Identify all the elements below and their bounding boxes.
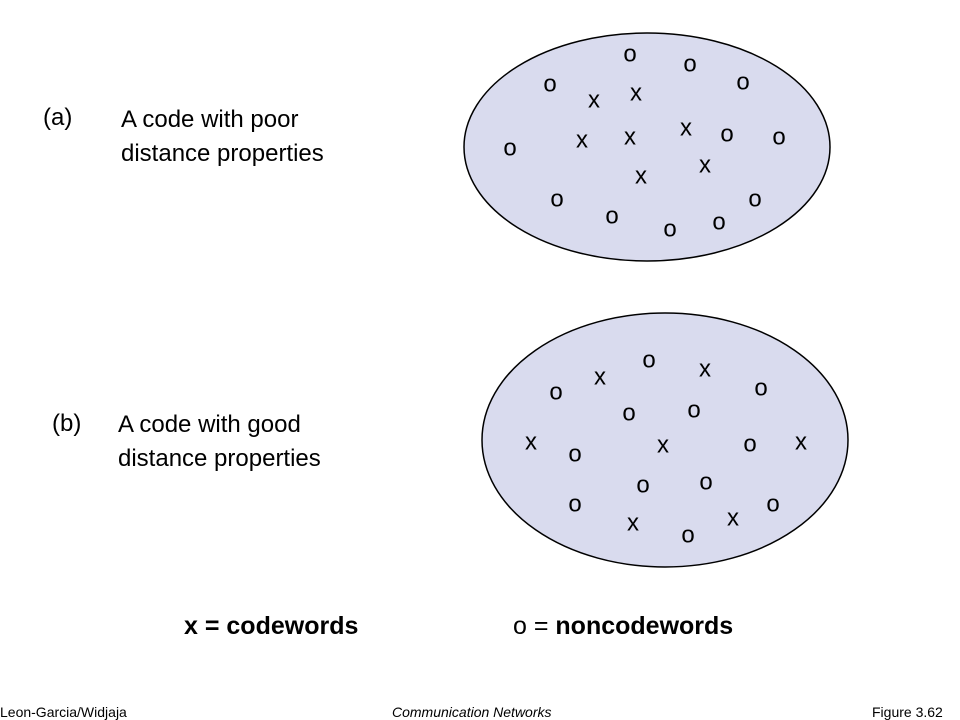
panel-a-noncodeword-mark: o	[503, 135, 516, 162]
panel-a-codeword-mark: x	[699, 152, 711, 179]
panel-a-noncodeword-mark: o	[683, 51, 696, 78]
panel-b-noncodeword-mark: o	[636, 472, 649, 499]
panel-b-noncodeword-mark: o	[754, 375, 767, 402]
panel-a-noncodeword-mark: o	[712, 209, 725, 236]
legend-codeword-label: codewords	[226, 612, 359, 640]
legend-noncodeword-label: noncodewords	[555, 612, 734, 640]
panel-a-noncodeword-mark: o	[623, 41, 636, 68]
panel-a-codeword-mark: x	[635, 163, 647, 190]
panel-b-tag: (b)	[52, 410, 82, 437]
panel-b-noncodeword-mark: o	[642, 347, 655, 374]
panel-b-noncodeword-mark: o	[568, 441, 581, 468]
panel-b-codeword-mark: x	[795, 429, 807, 456]
code-space-ellipse-a	[463, 32, 831, 262]
legend-noncodeword-eq: =	[526, 612, 556, 640]
panel-b-codeword-mark: x	[699, 356, 711, 383]
panel-b-desc-line2: distance properties	[118, 445, 321, 472]
panel-a-noncodeword-mark: o	[720, 121, 733, 148]
panel-a-tag: (a)	[43, 104, 73, 131]
panel-a-codeword-mark: x	[588, 87, 600, 114]
panel-a-noncodeword-mark: o	[736, 69, 749, 96]
panel-a-codeword-mark: x	[680, 115, 692, 142]
panel-a-codeword-mark: x	[630, 80, 642, 107]
footer-figure-number: Figure 3.62	[872, 704, 943, 720]
panel-a-noncodeword-mark: o	[543, 71, 556, 98]
panel-a-desc-line1: A code with poor	[121, 106, 299, 133]
panel-a-description: A code with poor distance properties	[121, 103, 324, 171]
panel-b-noncodeword-mark: o	[743, 431, 756, 458]
panel-a-noncodeword-mark: o	[550, 186, 563, 213]
legend-codeword-eq: =	[197, 612, 227, 640]
panel-a-noncodeword-mark: o	[772, 124, 785, 151]
panel-a-noncodeword-mark: o	[748, 186, 761, 213]
panel-b-noncodeword-mark: o	[549, 379, 562, 406]
panel-b-codeword-mark: x	[657, 432, 669, 459]
panel-b-noncodeword-mark: o	[766, 491, 779, 518]
panel-a-noncodeword-mark: o	[605, 203, 618, 230]
legend-noncodeword-symbol: o	[513, 612, 527, 640]
code-space-ellipse-b	[481, 312, 849, 568]
panel-b-desc-line1: A code with good	[118, 411, 301, 438]
panel-b-description: A code with good distance properties	[118, 408, 321, 476]
legend-noncodewords: o = noncodewords	[513, 612, 733, 641]
panel-b-codeword-mark: x	[727, 505, 739, 532]
panel-b-noncodeword-mark: o	[699, 469, 712, 496]
panel-b-noncodeword-mark: o	[622, 400, 635, 427]
panel-b-codeword-mark: x	[627, 510, 639, 537]
panel-b-noncodeword-mark: o	[687, 397, 700, 424]
legend-codeword-symbol: x	[184, 612, 198, 640]
panel-b-noncodeword-mark: o	[568, 491, 581, 518]
panel-a-codeword-mark: x	[624, 124, 636, 151]
panel-a-desc-line2: distance properties	[121, 140, 324, 167]
panel-b-noncodeword-mark: o	[681, 522, 694, 549]
legend-codewords: x = codewords	[184, 612, 358, 641]
footer-author: Leon-Garcia/Widjaja	[0, 704, 127, 720]
panel-a-noncodeword-mark: o	[663, 216, 676, 243]
panel-a-codeword-mark: x	[576, 127, 588, 154]
footer-book-title: Communication Networks	[392, 704, 552, 720]
panel-b-codeword-mark: x	[525, 429, 537, 456]
panel-b-codeword-mark: x	[594, 364, 606, 391]
